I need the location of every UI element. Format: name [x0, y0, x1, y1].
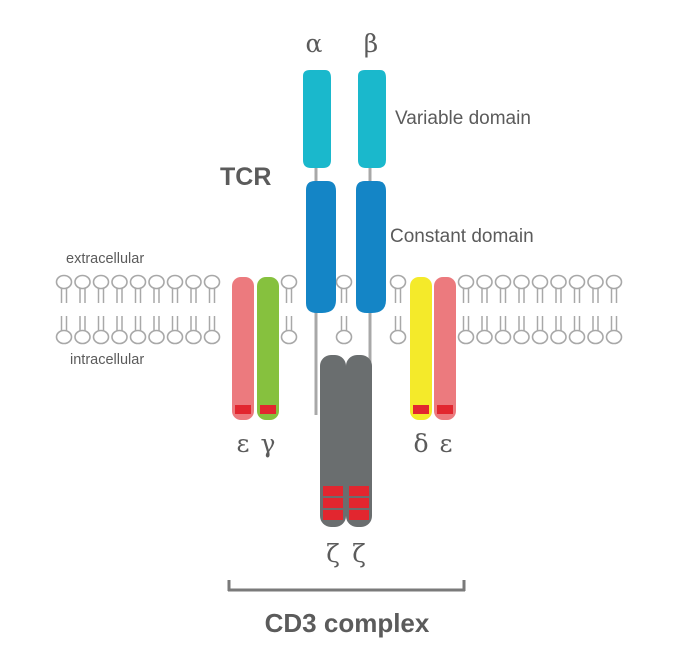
phospholipid-head — [531, 329, 549, 345]
phospholipid-head — [494, 329, 512, 345]
phospholipid-head — [55, 274, 73, 290]
phospholipid-head — [74, 274, 91, 290]
phospholipid-head — [148, 329, 165, 345]
phospholipid-head — [568, 329, 586, 345]
gamma-label: γ — [261, 429, 276, 458]
constant-domain-label: Constant domain — [390, 226, 534, 247]
cd3-epsilon-left-itam — [235, 405, 251, 414]
phospholipid-head — [457, 274, 475, 290]
phospholipid-head — [335, 274, 353, 290]
phospholipid-head — [148, 274, 165, 290]
cd3-gamma-chain — [257, 277, 279, 420]
phospholipid-head — [74, 329, 91, 345]
phospholipid-head — [280, 274, 298, 290]
phospholipid-head — [531, 274, 549, 290]
cd3-gamma-itam — [260, 405, 276, 414]
lipid-bilayer-membrane — [55, 274, 623, 345]
zeta-chain-right — [346, 355, 372, 527]
cd3-complex-bracket — [227, 580, 466, 592]
phospholipid-head — [476, 274, 493, 290]
tcr-label: TCR — [220, 163, 271, 191]
phospholipid-head — [203, 274, 221, 290]
cd3-epsilon-gamma-dimer — [232, 277, 279, 420]
beta-label: β — [364, 29, 378, 58]
zeta-itams-right — [349, 486, 369, 520]
phospholipid-head — [587, 329, 604, 345]
phospholipid-head — [335, 329, 353, 345]
alpha-constant-domain — [306, 181, 336, 313]
phospholipid-head — [129, 274, 147, 290]
phospholipid-head — [550, 274, 567, 290]
zeta-right-label: ζ — [352, 539, 366, 568]
zeta-left-label: ζ — [326, 539, 340, 568]
phospholipid-head — [92, 329, 110, 345]
zeta-chains — [320, 355, 372, 527]
cd3-delta-itam — [413, 405, 429, 414]
cd3-delta-epsilon-dimer — [410, 277, 456, 420]
phospholipid-head — [389, 329, 407, 345]
extracellular-label: extracellular — [66, 251, 144, 267]
phospholipid-head — [513, 329, 530, 345]
cd3-epsilon-right-chain — [434, 277, 456, 420]
phospholipid-head — [166, 329, 184, 345]
phospholipid-head — [166, 274, 184, 290]
phospholipid-head — [550, 329, 567, 345]
cd3-epsilon-right-itam — [437, 405, 453, 414]
phospholipid-head — [568, 274, 586, 290]
epsilon-left-label: ε — [237, 429, 250, 458]
tcr-alpha-chain — [303, 70, 336, 313]
tcr-beta-chain — [356, 70, 386, 313]
alpha-variable-domain — [303, 70, 331, 168]
phospholipid-head — [185, 274, 202, 290]
epsilon-right-label: ε — [440, 429, 453, 458]
phospholipid-head — [605, 274, 623, 290]
phospholipid-head — [476, 329, 493, 345]
phospholipid-head — [494, 274, 512, 290]
phospholipid-head — [55, 329, 73, 345]
beta-variable-domain — [358, 70, 386, 168]
cd3-epsilon-left-chain — [232, 277, 254, 420]
phospholipid-head — [280, 329, 298, 345]
zeta-itams-left — [323, 486, 343, 520]
cd3-delta-chain — [410, 277, 432, 420]
zeta-chain-left — [320, 355, 346, 527]
phospholipid-head — [605, 329, 623, 345]
alpha-label: α — [306, 29, 323, 58]
phospholipid-head — [203, 329, 221, 345]
phospholipid-head — [129, 329, 147, 345]
delta-label: δ — [413, 429, 428, 458]
beta-constant-domain — [356, 181, 386, 313]
cd3-complex-label: CD3 complex — [265, 608, 430, 638]
phospholipid-head — [513, 274, 530, 290]
phospholipid-head — [457, 329, 475, 345]
variable-domain-label: Variable domain — [395, 108, 531, 129]
phospholipid-head — [111, 329, 128, 345]
intracellular-label: intracellular — [70, 352, 144, 368]
phospholipid-head — [185, 329, 202, 345]
phospholipid-head — [111, 274, 128, 290]
phospholipid-head — [587, 274, 604, 290]
phospholipid-head — [92, 274, 110, 290]
phospholipid-head — [389, 274, 407, 290]
